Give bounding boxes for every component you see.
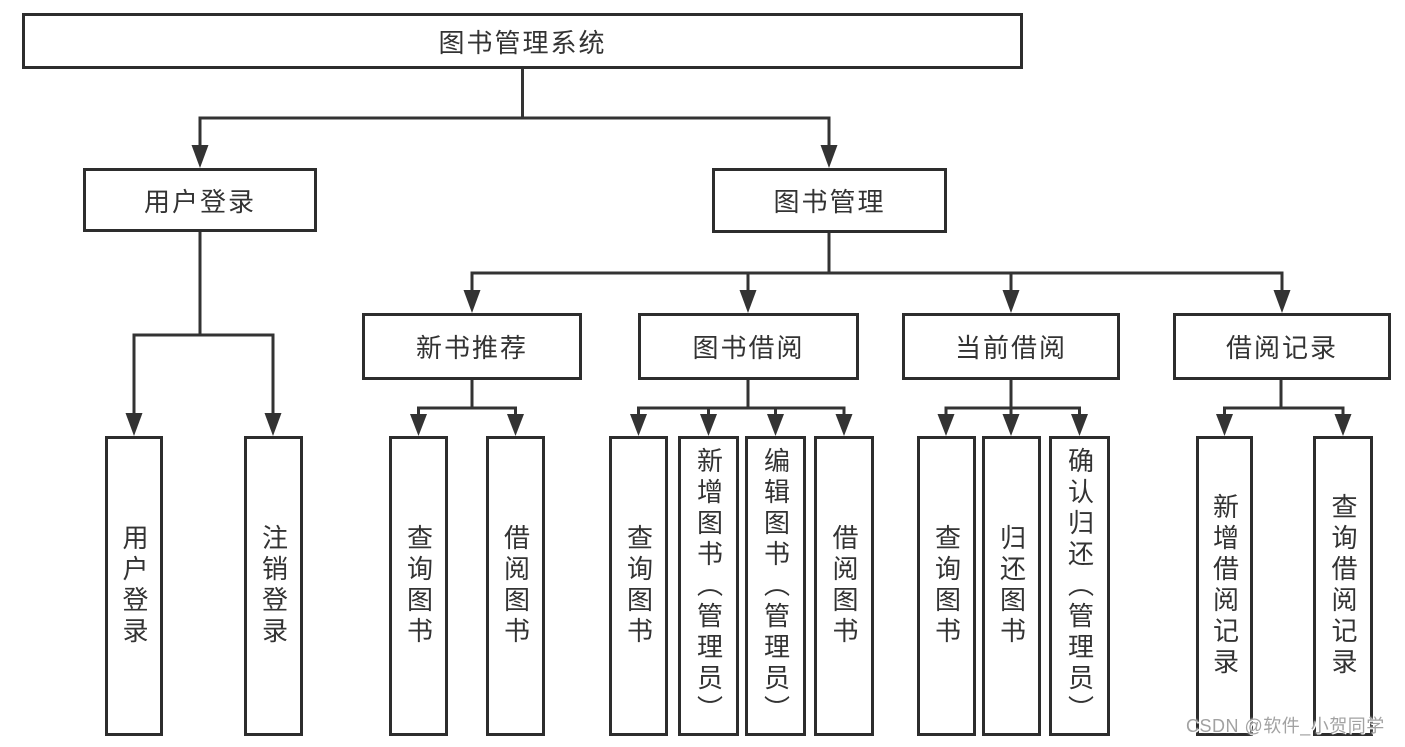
connector-new-book-recommendation-branch bbox=[410, 380, 524, 436]
leaf-borrow-books-borrowing: 借阅图书 bbox=[814, 436, 874, 736]
connector-current-borrowing-branch bbox=[937, 380, 1088, 436]
leaf-query-borrow-record: 查询借阅记录 bbox=[1313, 436, 1373, 736]
leaf-add-borrow-record-label: 新增借阅记录 bbox=[1209, 493, 1240, 679]
leaf-add-borrow-record: 新增借阅记录 bbox=[1196, 436, 1253, 736]
leaf-borrow-books-recommend-label: 借阅图书 bbox=[500, 524, 531, 648]
connector-root-to-level2 bbox=[191, 69, 838, 168]
leaf-query-books-current: 查询图书 bbox=[917, 436, 976, 736]
leaf-return-books-label: 归还图书 bbox=[996, 524, 1027, 648]
leaf-borrow-books-borrowing-label: 借阅图书 bbox=[829, 524, 859, 648]
node-book-management: 图书管理 bbox=[712, 168, 947, 233]
node-book-borrowing: 图书借阅 bbox=[638, 313, 859, 380]
leaf-query-books-recommend-label: 查询图书 bbox=[403, 524, 434, 648]
leaf-query-books-borrowing: 查询图书 bbox=[609, 436, 668, 736]
leaf-query-books-recommend: 查询图书 bbox=[389, 436, 448, 736]
leaf-edit-books-admin-label: 编辑图书（管理员） bbox=[760, 446, 791, 726]
node-current-borrowing: 当前借阅 bbox=[902, 313, 1120, 380]
leaf-query-books-current-label: 查询图书 bbox=[931, 524, 962, 648]
node-root-label: 图书管理系统 bbox=[438, 27, 607, 58]
node-book-management-label: 图书管理 bbox=[773, 187, 886, 217]
leaf-logout: 注销登录 bbox=[244, 436, 303, 736]
node-current-borrowing-label: 当前借阅 bbox=[954, 333, 1067, 363]
leaf-query-borrow-record-label: 查询借阅记录 bbox=[1328, 493, 1358, 679]
leaf-add-books-admin: 新增图书（管理员） bbox=[678, 436, 739, 736]
leaf-confirm-return-admin: 确认归还（管理员） bbox=[1049, 436, 1110, 736]
connector-user-login-branch bbox=[125, 232, 282, 436]
leaf-logout-label: 注销登录 bbox=[258, 524, 289, 648]
node-new-book-recommendation-label: 新书推荐 bbox=[415, 333, 528, 363]
node-book-borrowing-label: 图书借阅 bbox=[692, 333, 805, 363]
leaf-add-books-admin-label: 新增图书（管理员） bbox=[693, 446, 724, 726]
watermark: CSDN @软件_小贺同学 bbox=[1186, 716, 1385, 736]
connector-book-management-branch bbox=[463, 233, 1291, 313]
leaf-return-books: 归还图书 bbox=[982, 436, 1041, 736]
leaf-edit-books-admin: 编辑图书（管理员） bbox=[745, 436, 806, 736]
connector-book-borrowing-branch bbox=[630, 380, 853, 436]
leaf-confirm-return-admin-label: 确认归还（管理员） bbox=[1064, 446, 1095, 726]
leaf-user-login-label: 用户登录 bbox=[119, 524, 149, 648]
connector-borrowing-records-branch bbox=[1216, 380, 1352, 436]
node-new-book-recommendation: 新书推荐 bbox=[362, 313, 582, 380]
leaf-user-login: 用户登录 bbox=[105, 436, 163, 736]
node-root: 图书管理系统 bbox=[22, 13, 1023, 69]
node-borrowing-records: 借阅记录 bbox=[1173, 313, 1391, 380]
leaf-query-books-borrowing-label: 查询图书 bbox=[623, 524, 654, 648]
node-user-login-label: 用户登录 bbox=[143, 186, 256, 217]
node-user-login: 用户登录 bbox=[83, 168, 317, 232]
leaf-borrow-books-recommend: 借阅图书 bbox=[486, 436, 545, 736]
node-borrowing-records-label: 借阅记录 bbox=[1225, 333, 1338, 363]
